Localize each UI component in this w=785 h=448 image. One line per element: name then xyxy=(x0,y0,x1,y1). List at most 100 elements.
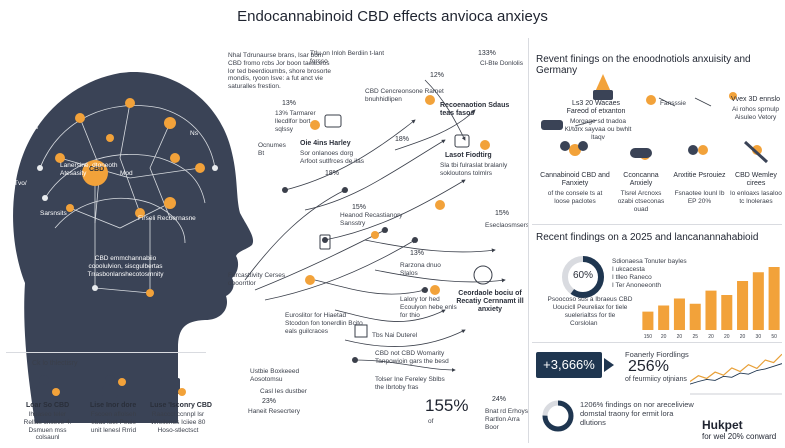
net-text-15: Euroslitor for Hiaetad Stcodon fon toner… xyxy=(285,312,363,335)
right-top-icons xyxy=(541,74,769,164)
net-pct-1: 133% xyxy=(478,50,496,57)
net-pct-3: 13% xyxy=(282,100,297,107)
bar-tick-7: 30 xyxy=(756,334,762,340)
right-top-item-6-label: Anxtitie Psrouiez xyxy=(673,172,726,179)
stat-box-arrow xyxy=(604,358,614,372)
bottom-left-divider xyxy=(6,352,206,353)
head-left-label-3: Lanersine, dtoneoth Atesasity xyxy=(60,162,118,177)
right-middle-legend-4: I Ter Anoneeonth xyxy=(612,282,662,289)
bar-7 xyxy=(752,272,764,330)
right-top-item-3-sub: Ai rohos sprnulp Aisuleo Vetory xyxy=(732,106,779,121)
net-pct-7: 15% xyxy=(495,210,510,217)
line-chart xyxy=(690,353,782,395)
right-bottom-line-sub: for wel 20% conward xyxy=(702,432,777,441)
net-pct-2: 12% xyxy=(430,72,445,79)
bar-8 xyxy=(768,267,780,330)
bottom-left-item-3-sub: Raacccl ccnnpl lsr Wreilenos Iciiee 80 H… xyxy=(150,411,206,434)
head-silhouette xyxy=(13,72,254,424)
right-middle-legend-2: I ukcacesta xyxy=(612,266,645,273)
bottom-left-item-1-sub: lhuaseo teler Rellas cnseve 4. Dsmuen ms… xyxy=(23,411,72,442)
net-pct-4: 18% xyxy=(395,136,410,143)
bar-tick-6: 20 xyxy=(740,334,746,340)
bar-2 xyxy=(673,298,685,330)
net-text-13: Lalory tor hed Ecoulyon hebe enls for th… xyxy=(400,296,457,319)
bottom-left-item-2-label: Lise Inor dore xyxy=(90,402,137,409)
net-text-7: Recoenaotion Sdaus teas fasos xyxy=(440,102,510,118)
right-top-item-1-label: Ls3 20 Wacaes Fareod of etxanton xyxy=(566,100,626,116)
right-bottom-stat-big: 256% xyxy=(628,358,669,375)
bottom-left-item-1-label: Loar So CBD xyxy=(26,402,70,409)
right-top-item-3-label: Vvex 3D ennslo xyxy=(730,96,781,103)
bar-0 xyxy=(642,311,654,330)
right-bottom-donut-text: 1206% findings on nor areceliview domsta… xyxy=(580,400,694,427)
bar-tick-2: 20 xyxy=(677,334,683,340)
right-bottom-line-title: Hukpet xyxy=(702,418,743,432)
bar-3 xyxy=(689,303,701,330)
right-top-item-5-sub: Tlsrel Arcnoxs ozabi ctseconas ouad xyxy=(617,190,665,213)
right-top-item-1-sub: Morgage sd tnadoa Kl/tdrx sayvaa ou bwhl… xyxy=(564,118,632,141)
network-arrows xyxy=(244,79,506,372)
right-top-item-7-sub: lo enloaxs lasaloo tc lnoleraes xyxy=(730,190,782,205)
net-text-5: Oie 4ins Harley xyxy=(300,140,351,147)
line-series-0 xyxy=(690,353,782,382)
right-top-item-2-label: Fansssie xyxy=(660,100,687,107)
net-text-6: Sor onlanoes dorg Arfoot sutlfrces de il… xyxy=(300,150,364,165)
net-text-18: Ustbie Boxkeeed Aosotomsu xyxy=(250,368,300,383)
net-pct-6: 15% xyxy=(352,204,367,211)
net-text-4: Ocnumes Bt xyxy=(258,142,286,157)
network-bottom-stat: 155% xyxy=(425,396,469,415)
net-text-12: Rarzona dnuo Slalos xyxy=(400,262,441,277)
right-bottom-stat-box: +3,666% xyxy=(536,352,602,378)
right-middle-caption: Psoocoso sus a Ibraeus CBD Uoucicll Peur… xyxy=(547,296,633,319)
head-label-1: Hs xyxy=(30,124,38,131)
bar-5 xyxy=(721,295,733,330)
net-pct-9: 23% xyxy=(262,398,277,405)
net-text-16: Tbs Nai Duterel xyxy=(372,332,418,339)
right-middle-legend-3: I tlleo Raneco xyxy=(612,274,652,281)
net-text-3: 13% Tarmarer llecdlfor bort sqlssy xyxy=(275,110,316,133)
net-text-17: CBD not CBD Womarity Tanpowioin gars the… xyxy=(375,350,449,365)
right-bottom-donut xyxy=(542,400,574,432)
right-middle-legend-1: Sdionaesa Tonuter bayles xyxy=(612,258,687,265)
right-top-item-6-sub: Fsnaotee lounl Ib EP 20% xyxy=(674,190,725,205)
network-bottom-stat-label: of xyxy=(428,418,434,425)
net-text-19: Tolser Ine Fereley Sblbs the Ibrtoby fra… xyxy=(375,376,445,391)
right-top-heading: Revent finings on the enoodnotiols anxui… xyxy=(536,54,751,76)
net-pct-8: 13% xyxy=(410,250,425,257)
bottom-left-item-3-label: Luse 'Isconry CBD xyxy=(150,402,212,409)
bar-1 xyxy=(658,305,670,330)
net-text-8: Lasot Fiodtirg xyxy=(445,152,492,159)
head-label-4: Sarsnsits xyxy=(40,210,67,217)
right-middle-donut-label: 60% xyxy=(572,270,593,281)
bar-tick-5: 20 xyxy=(724,334,730,340)
net-pct-5: 18% xyxy=(325,170,340,177)
bar-tick-0: 150 xyxy=(644,334,653,340)
bar-4 xyxy=(705,290,717,330)
net-text-2: CBD Cencreonsone Ramet bnuhhidlipen xyxy=(365,88,444,103)
net-text-21: Cl-Bte Donlolis xyxy=(480,60,523,67)
right-panel-divider xyxy=(528,38,529,443)
bottom-left-item-2-sub: Fscoen aflolseh ebac loet Peuis unit len… xyxy=(90,411,137,434)
head-left-label-2: Tvo/ xyxy=(14,180,27,187)
brain-cbd-label: CBD xyxy=(89,166,105,173)
bar-tick-4: 20 xyxy=(708,334,714,340)
right-middle-caption2: Corslolan xyxy=(570,320,598,327)
right-top-item-4-label: Cannabinoid CBD and Fanxiety xyxy=(540,172,610,188)
net-text-9: Sla tbi fulraslat bralanly sokloutons to… xyxy=(440,162,508,177)
bar-6 xyxy=(737,281,749,330)
page-title: Endocannabinoid CBD effects anvioca anxi… xyxy=(237,8,548,25)
right-bottom-divider xyxy=(532,342,782,343)
bar-tick-3: 25 xyxy=(692,334,698,340)
right-top-item-5-label: Cconcanna Anxiely xyxy=(623,172,659,188)
right-middle-donut xyxy=(562,256,604,298)
brain-node-cbd xyxy=(82,160,108,186)
right-middle-heading: Recent findings on a 2025 and lancananna… xyxy=(536,232,759,243)
head-lower-label: Firseli Recoernasne xyxy=(138,215,196,222)
net-text-1: Ttlu on Inloh Berdiin t-lant forsso xyxy=(310,50,385,65)
bar-tick-8: 50 xyxy=(771,334,777,340)
right-top-item-4-sub: of the consele ts at loose paclotes xyxy=(547,190,603,205)
head-left-label-1: Ch xyxy=(14,150,23,157)
net-text-10: Heanod Recastianory Sansstry xyxy=(340,212,403,227)
head-bottom-block: CBD emmchannabiio cooolulvion, siscgulbe… xyxy=(87,255,164,278)
